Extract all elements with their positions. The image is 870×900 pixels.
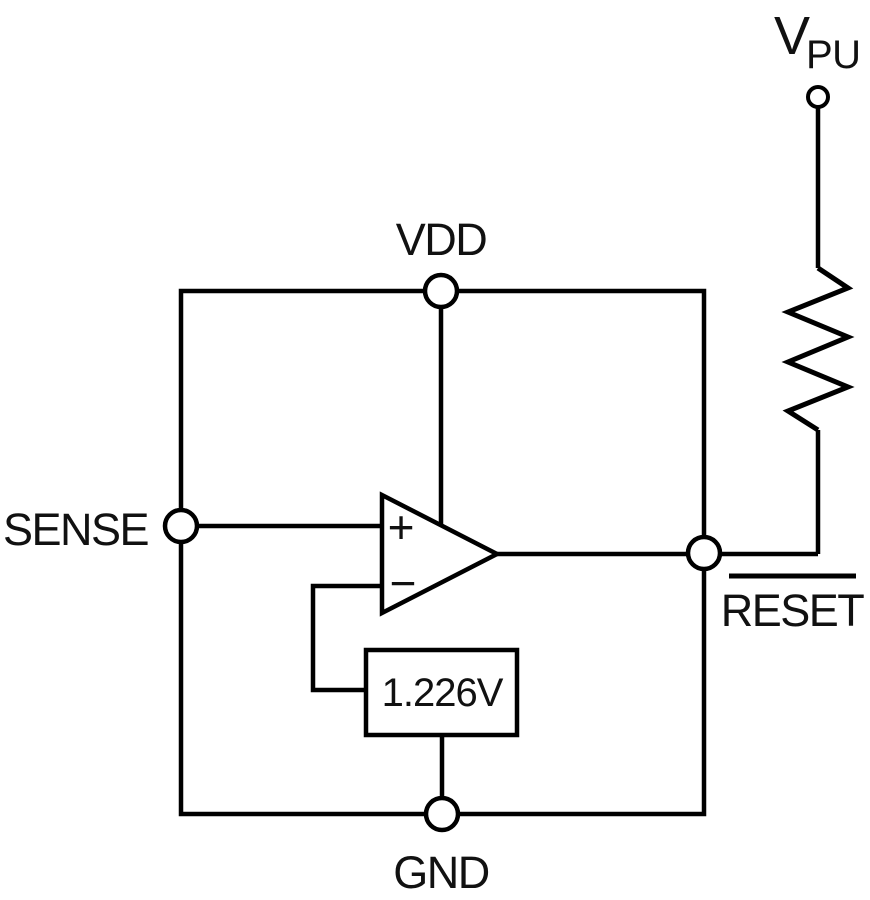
vpu-label-main: V bbox=[774, 6, 810, 66]
gnd-pin bbox=[423, 795, 461, 833]
vdd-label: VDD bbox=[396, 214, 487, 265]
comparator-symbol bbox=[379, 491, 502, 617]
reset-label: RESET bbox=[721, 585, 865, 636]
vdd-pin bbox=[422, 272, 460, 310]
reference-voltage-box bbox=[363, 647, 520, 738]
vpu-label-subscript: PU bbox=[806, 33, 861, 77]
vpu-pin bbox=[806, 85, 830, 109]
sense-label: SENSE bbox=[3, 504, 149, 555]
gnd-label: GND bbox=[393, 847, 489, 898]
comparator-minus-sign: − bbox=[390, 557, 417, 609]
inverting-input-wire bbox=[310, 583, 382, 693]
reference-voltage-label: 1.226V bbox=[382, 671, 504, 715]
resistor-symbol bbox=[781, 265, 855, 433]
reset-pin bbox=[685, 534, 723, 572]
comparator-plus-sign: + bbox=[388, 501, 415, 553]
sense-pin bbox=[162, 507, 200, 545]
